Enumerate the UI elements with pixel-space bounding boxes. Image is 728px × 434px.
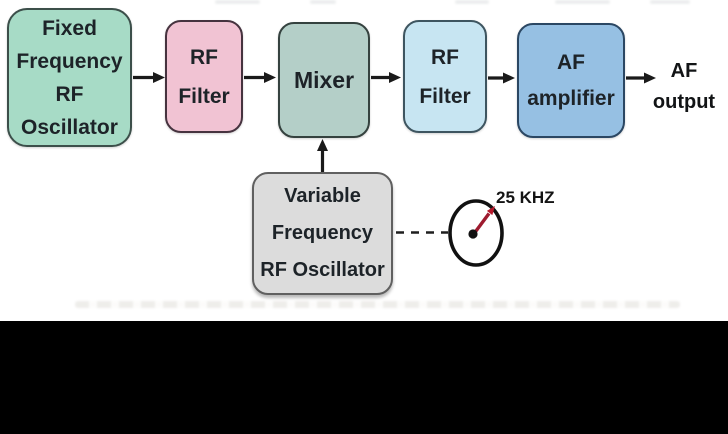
letterbox-bar <box>0 321 728 434</box>
af-output-label: AF output <box>652 60 716 113</box>
top-edge-artifact <box>215 0 260 4</box>
block-variable-frequency-rf-oscillator: Variable Frequency RF Oscillator <box>252 172 393 295</box>
top-edge-artifact <box>455 0 489 4</box>
arrow-filter2-to-amplifier <box>488 72 515 84</box>
block-mixer: Mixer <box>278 22 370 138</box>
dial-reading-label: 25 KHZ <box>496 188 555 207</box>
block-rf-filter-2: RF Filter <box>403 20 487 133</box>
arrow-fixed-to-filter1 <box>133 72 165 83</box>
arrow-variable-to-mixer <box>317 139 328 172</box>
block-fixed-frequency-rf-oscillator: Fixed Frequency RF Oscillator <box>7 8 132 147</box>
arrow-mixer-to-filter2 <box>371 72 401 83</box>
top-edge-artifact <box>650 0 690 4</box>
tuning-dial-icon <box>448 199 504 267</box>
top-edge-artifact <box>555 0 610 4</box>
arrow-filter1-to-mixer <box>244 72 276 83</box>
faded-caption-artifact <box>75 301 680 308</box>
block-rf-filter-1: RF Filter <box>165 20 243 133</box>
top-edge-artifact <box>310 0 336 4</box>
block-af-amplifier: AF amplifier <box>517 23 625 138</box>
